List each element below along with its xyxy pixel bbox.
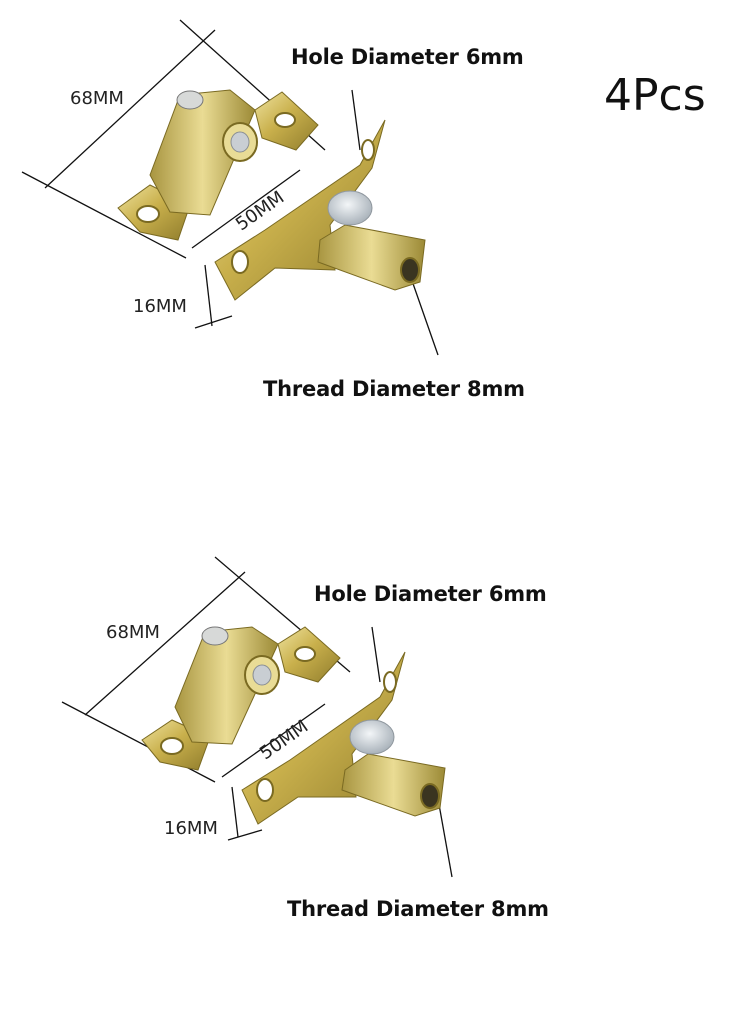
- dim-line-16mm-end: [227, 829, 263, 841]
- thread-diameter-label: Thread Diameter 8mm: [287, 897, 549, 921]
- thread-hole: [420, 783, 440, 809]
- barrel-end-screw: [176, 90, 204, 110]
- dim-width-label: 16MM: [164, 818, 218, 839]
- barrel-rivet-center: [252, 664, 272, 686]
- dim-line-16mm-end: [194, 315, 233, 329]
- hinge-figure-1: Hole Diameter 6mm 68MM 50MM 16MM Thread …: [0, 0, 750, 500]
- mount-hole-top: [274, 112, 296, 128]
- hole-diameter-label: Hole Diameter 6mm: [314, 582, 547, 606]
- mount-hole-right: [231, 250, 249, 274]
- dim-line-50mm: [221, 703, 326, 778]
- barrel-rivet-center: [230, 131, 250, 153]
- dim-line-50mm: [191, 169, 301, 249]
- barrel-end-screw: [201, 626, 229, 646]
- thread-hole: [400, 257, 420, 283]
- dim-length-label: 68MM: [106, 622, 160, 643]
- hinge-figure-2: Hole Diameter 6mm 68MM 50MM 16MM Thread …: [0, 532, 750, 1032]
- hinge-illustration-2: [61, 556, 453, 878]
- hinge-illustration-1: [21, 19, 439, 356]
- hole-diameter-label: Hole Diameter 6mm: [291, 45, 524, 69]
- dim-width-label: 16MM: [133, 296, 187, 317]
- product-diagram: 4Pcs: [0, 0, 750, 921]
- pivot-cap: [327, 190, 373, 226]
- leader-hole: [371, 626, 381, 683]
- quantity-label: 4Pcs: [604, 70, 706, 121]
- dim-line-68mm-bottom: [21, 171, 187, 259]
- leader-thread: [409, 274, 439, 356]
- leader-hole: [351, 89, 361, 151]
- dim-line-68mm: [84, 571, 246, 716]
- dim-length-label: 68MM: [70, 88, 124, 109]
- dim-line-16mm: [231, 786, 239, 838]
- mount-hole-left: [160, 737, 184, 755]
- dim-line-68mm: [44, 29, 216, 189]
- mount-hole-left: [136, 205, 160, 223]
- mount-hole-top: [294, 646, 316, 662]
- dim-line-16mm: [204, 264, 213, 327]
- pivot-cap: [349, 719, 395, 755]
- thread-diameter-label: Thread Diameter 8mm: [263, 377, 525, 401]
- mount-hole-far-right: [361, 139, 375, 161]
- mount-hole-right: [256, 778, 274, 802]
- mount-hole-far-right: [383, 671, 397, 693]
